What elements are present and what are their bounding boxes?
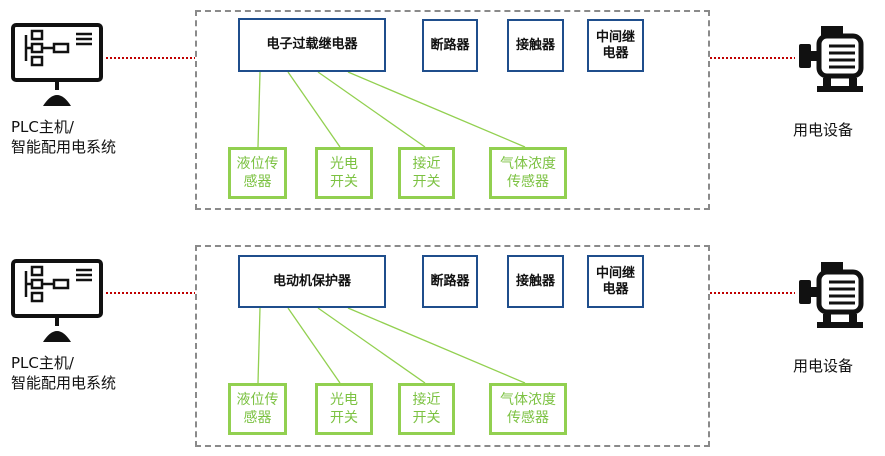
- load-label: 用电设备: [793, 121, 854, 139]
- sensor-link-line: [287, 71, 341, 148]
- motor-icon: [799, 262, 864, 328]
- plc-label: PLC主机/ 智能配用电系统: [11, 354, 117, 392]
- sensor-link-line: [317, 71, 426, 148]
- sensor-link-line: [287, 307, 341, 384]
- plc-monitor-icon: [11, 259, 103, 342]
- control-cabinet-frame-2: [195, 245, 710, 447]
- main-device-box: 电动机保护器: [238, 255, 386, 308]
- sensor-box-level: 液位传 感器: [228, 383, 287, 435]
- sensor-box-proximity: 接近 开关: [398, 383, 455, 435]
- sensor-box-gas: 气体浓度 传感器: [489, 383, 567, 435]
- device-box-intermediate-relay: 中间继 电器: [587, 255, 644, 308]
- plc-monitor-icon: [11, 23, 103, 106]
- load-label: 用电设备: [793, 357, 854, 375]
- sensor-box-proximity: 接近 开关: [398, 147, 455, 199]
- sensor-box-level: 液位传 感器: [228, 147, 287, 199]
- plc-label: PLC主机/ 智能配用电系统: [11, 118, 117, 156]
- sensor-box-gas: 气体浓度 传感器: [489, 147, 567, 199]
- main-device-box: 电子过载继电器: [238, 18, 386, 72]
- sensor-link-line: [347, 71, 526, 148]
- sensor-link-line: [347, 307, 526, 384]
- sensor-box-photoelectric: 光电 开关: [315, 383, 373, 435]
- device-box-intermediate-relay: 中间继 电器: [587, 19, 644, 72]
- device-box-breaker: 断路器: [422, 19, 478, 72]
- sensor-link-line: [257, 307, 261, 384]
- sensor-box-photoelectric: 光电 开关: [315, 147, 373, 199]
- motor-icon: [799, 26, 864, 92]
- device-box-contactor: 接触器: [507, 19, 564, 72]
- device-box-contactor: 接触器: [507, 255, 564, 308]
- device-box-breaker: 断路器: [422, 255, 478, 308]
- control-cabinet-frame-1: [195, 10, 710, 210]
- sensor-link-line: [257, 71, 261, 148]
- sensor-link-line: [317, 307, 426, 384]
